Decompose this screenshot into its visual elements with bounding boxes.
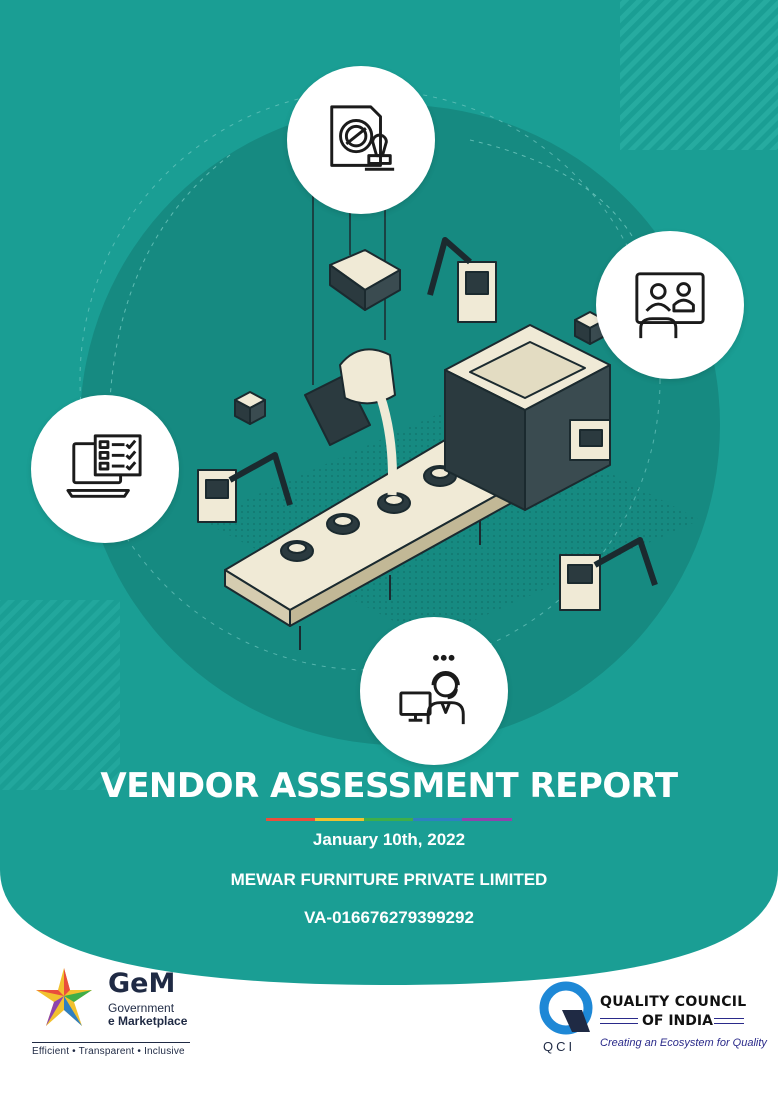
title-underline	[266, 818, 512, 821]
qci-mark-icon	[539, 981, 593, 1035]
checklist-laptop-circle	[31, 395, 179, 543]
qci-name-line1: QUALITY COUNCIL	[600, 994, 747, 1010]
qci-rule-left	[600, 1018, 638, 1024]
certificate-stamp-circle	[287, 66, 435, 214]
gem-divider	[32, 1042, 190, 1043]
gem-name: GeM	[108, 968, 176, 999]
gem-logo: GeM Government e Marketplace Efficient •…	[30, 962, 200, 1062]
qci-rule-right	[714, 1018, 744, 1024]
vendor-id: VA-016676279399292	[304, 908, 474, 927]
gem-subtitle-line2: e Marketplace	[108, 1014, 188, 1028]
support-agent-circle	[360, 617, 508, 765]
report-title: VENDOR ASSESSMENT REPORT	[100, 766, 678, 806]
gem-tagline: Efficient • Transparent • Inclusive	[32, 1046, 185, 1057]
checklist-laptop-icon	[66, 434, 142, 498]
gem-subtitle-line1: Government	[108, 1001, 175, 1015]
gem-star-icon	[36, 968, 92, 1026]
qci-name-line2: OF INDIA	[642, 1013, 713, 1029]
vendor-name: MEWAR FURNITURE PRIVATE LIMITED	[230, 870, 548, 889]
certificate-stamp-icon	[330, 105, 395, 171]
video-meeting-icon	[635, 272, 705, 339]
qci-tagline: Creating an Ecosystem for Quality	[600, 1037, 767, 1049]
report-date: January 10th, 2022	[312, 830, 466, 849]
video-meeting-circle	[596, 231, 744, 379]
qci-logo: QCI QUALITY COUNCIL OF INDIA Creating an…	[538, 980, 767, 1060]
assembly-line-illustration	[197, 190, 658, 650]
qci-abbr: QCI	[543, 1039, 576, 1054]
support-agent-icon	[399, 654, 465, 725]
